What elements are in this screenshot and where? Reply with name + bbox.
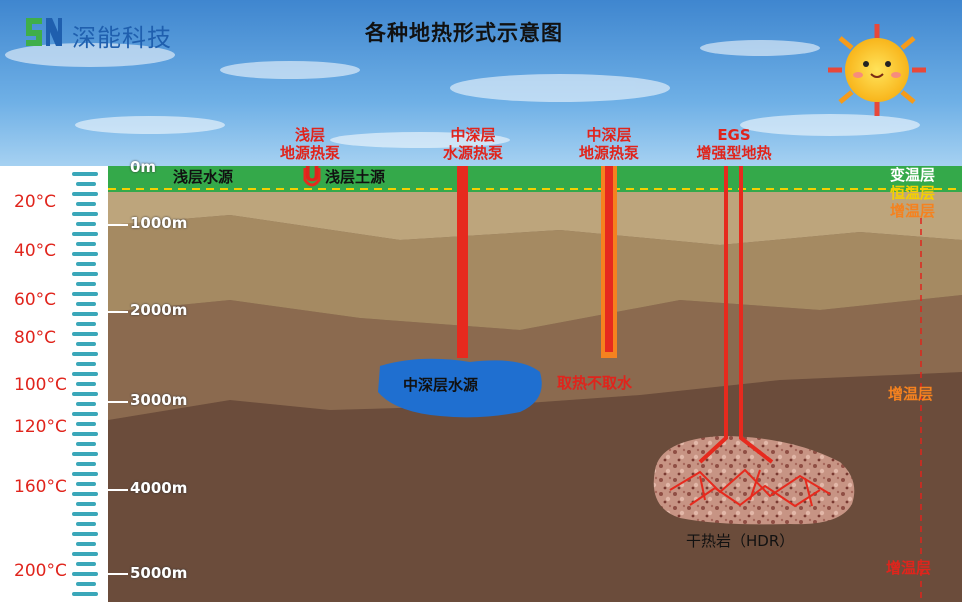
ruler-bar — [72, 572, 98, 576]
ruler-bar — [72, 492, 98, 496]
type-label-line2: 地源热泵 — [279, 144, 340, 162]
ruler-bar — [76, 442, 96, 446]
ruler-bar — [76, 202, 96, 206]
ruler-bar — [76, 522, 96, 526]
temp-label-100: 100°C — [14, 375, 67, 395]
ruler-bar — [72, 512, 98, 516]
shallow-water-label: 浅层水源 — [173, 168, 234, 186]
temperature-ruler — [72, 172, 98, 596]
depth-ticks — [108, 224, 128, 575]
ruler-bar — [76, 582, 96, 586]
zone-increasing-label-3: 增温层 — [886, 559, 932, 577]
fracture-network — [669, 468, 831, 508]
ruler-bar — [76, 322, 96, 326]
grass-layer — [108, 166, 962, 192]
ruler-bar — [72, 432, 98, 436]
egs-pipes — [698, 166, 774, 464]
type-label-line2: 水源热泵 — [442, 144, 503, 162]
page-title: 各种地热形式示意图 — [365, 21, 563, 45]
zone-constant-label: 恒温层 — [890, 184, 936, 202]
ruler-bar — [72, 452, 98, 456]
ruler-bar — [76, 422, 96, 426]
ground-source-pipe-core — [605, 166, 613, 352]
ruler-bar — [72, 372, 98, 376]
ruler-bar — [76, 462, 96, 466]
ruler-bar — [72, 212, 98, 216]
ruler-bar — [76, 222, 96, 226]
u-mark: U — [304, 162, 321, 186]
stratum-1 — [108, 192, 962, 245]
ruler-bar — [72, 252, 98, 256]
depth-label-5000: 5000m — [130, 564, 188, 582]
zone-increasing-label-1: 增温层 — [890, 202, 936, 220]
logo-icon — [24, 14, 64, 50]
temp-label-60: 60°C — [14, 290, 57, 310]
type-label-line2: 地源热泵 — [578, 144, 639, 162]
cloud — [5, 40, 920, 148]
type-label-line2: 增强型地热 — [696, 144, 772, 162]
ruler-bar — [72, 272, 98, 276]
temp-label-80: 80°C — [14, 328, 57, 348]
zone-increasing-label-2: 增温层 — [888, 385, 934, 403]
ruler-bar — [76, 382, 96, 386]
ruler-bar — [76, 482, 96, 486]
ruler-bar — [72, 192, 98, 196]
type-label-line1: 中深层 — [450, 126, 496, 144]
temp-label-40: 40°C — [14, 241, 57, 261]
temp-label-120: 120°C — [14, 417, 67, 437]
ruler-bar — [72, 392, 98, 396]
depth-label-1000: 1000m — [130, 214, 188, 232]
ruler-bar — [76, 282, 96, 286]
ruler-bar — [72, 332, 98, 336]
depth-label-2000: 2000m — [130, 301, 188, 319]
temp-label-160: 160°C — [14, 477, 67, 497]
ruler-bar — [76, 262, 96, 266]
type-label-line1: 中深层 — [586, 126, 632, 144]
type-label-shallow-ground: 浅层 地源热泵 — [240, 126, 380, 162]
ruler-bar — [72, 552, 98, 556]
logo-text: 深能科技 — [72, 24, 172, 52]
shallow-u-pipe — [303, 168, 321, 187]
no-water-label: 取热不取水 — [557, 374, 633, 392]
ruler-bar — [76, 362, 96, 366]
ruler-bar — [72, 472, 98, 476]
ruler-bar — [76, 402, 96, 406]
mid-deep-water-reservoir — [378, 358, 542, 418]
ruler-bar — [76, 562, 96, 566]
ruler-bar — [76, 542, 96, 546]
depth-label-0: 0m — [130, 158, 157, 176]
type-label-mid-deep-ground: 中深层 地源热泵 — [539, 126, 679, 162]
type-label-line1: EGS — [717, 126, 751, 144]
sun-icon — [828, 24, 926, 116]
water-source-pipe — [457, 166, 468, 358]
ruler-bar — [72, 232, 98, 236]
temp-label-20: 20°C — [14, 192, 57, 212]
ruler-bar — [72, 172, 98, 176]
zone-variable-label: 变温层 — [890, 166, 936, 184]
temp-label-200: 200°C — [14, 561, 67, 581]
type-label-line1: 浅层 — [294, 126, 325, 144]
ruler-bar — [76, 242, 96, 246]
hot-dry-rock-label: 干热岩（HDR） — [686, 532, 795, 550]
type-label-mid-deep-water: 中深层 水源热泵 — [403, 126, 543, 162]
stratum-2 — [108, 215, 962, 330]
mid-deep-water-label: 中深层水源 — [403, 376, 479, 394]
shallow-soil-label: 浅层土源 — [325, 168, 386, 186]
ruler-bar — [76, 182, 96, 186]
ruler-bar — [72, 312, 98, 316]
stratum-3 — [108, 295, 962, 420]
depth-label-3000: 3000m — [130, 391, 188, 409]
ruler-bar — [72, 292, 98, 296]
depth-label-4000: 4000m — [130, 479, 188, 497]
ruler-bar — [72, 412, 98, 416]
ruler-bar — [72, 532, 98, 536]
ruler-bar — [76, 502, 96, 506]
stratum-4 — [108, 372, 962, 602]
type-label-egs: EGS 增强型地热 — [664, 126, 804, 162]
ruler-bar — [76, 342, 96, 346]
ruler-bar — [72, 592, 98, 596]
ruler-bar — [76, 302, 96, 306]
ruler-bar — [72, 352, 98, 356]
